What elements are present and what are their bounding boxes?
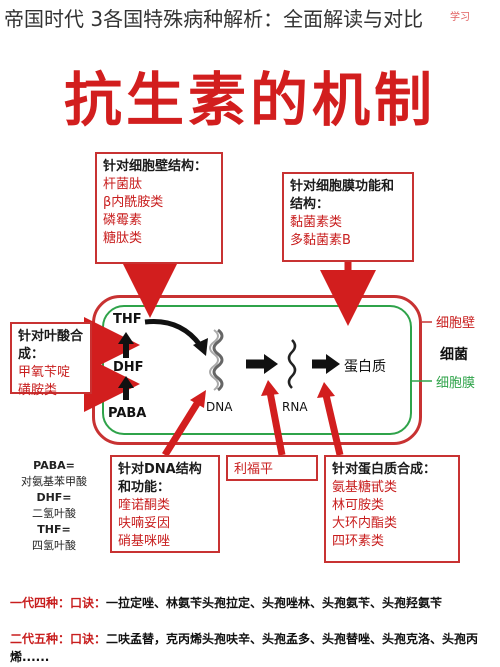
dna-helix	[212, 328, 224, 392]
mnemonic-key: 口诀：	[70, 632, 107, 646]
thf-to-dna-arrow	[144, 318, 203, 347]
rna-strand	[287, 339, 297, 389]
protein-drug-item: 四环素类	[332, 534, 385, 549]
cell-wall-drug-item: β内酰胺类	[103, 195, 164, 210]
rifampin-label: 利福平	[234, 462, 274, 477]
mnemonic-text: 二呋孟替，克丙烯头孢呋辛、头孢孟多、头孢替唑、头孢克洛、头孢丙烯......	[10, 632, 479, 664]
dna-label: DNA	[206, 400, 233, 414]
page-title: 帝国时代 3各国特殊病种解析：全面解读与对比	[4, 7, 424, 31]
cell-wall-drug-item: 糖肽类	[103, 231, 143, 246]
folate-drug-item: 甲氧苄啶	[18, 365, 71, 380]
mnemonic-label: 一代四种：	[10, 596, 71, 610]
protein-box-arrow	[322, 394, 344, 456]
abbreviation-legend: PABA= 对氨基苯甲酸 DHF= 二氢叶酸 THF= 四氢叶酸	[6, 458, 102, 554]
cell-wall-drug-item: 杆菌肽	[103, 177, 143, 192]
protein-drug-item: 氨基糖甙类	[332, 480, 398, 495]
diagram-heading: 抗生素的机制	[63, 66, 436, 134]
dhf-label: DHF	[113, 360, 144, 375]
membrane-drug-item: 多黏菌素B	[290, 233, 351, 248]
membrane-box-title: 针对细胞膜功能和结构：	[290, 179, 395, 212]
cell-membrane-label: 细胞膜	[436, 376, 476, 391]
protein-box-title: 针对蛋白质合成：	[332, 462, 437, 477]
watermark: 学习	[450, 12, 470, 23]
mnemonic-second-gen: 二代五种：口诀：二呋孟替，克丙烯头孢呋辛、头孢孟多、头孢替唑、头孢克洛、头孢丙烯…	[10, 630, 496, 666]
cell-wall-drug-item: 磷霉素	[103, 213, 143, 228]
cell-wall-box-title: 针对细胞壁结构：	[103, 159, 208, 174]
membrane-drug-box: 针对细胞膜功能和结构： 黏菌素类 多黏菌素B	[282, 172, 414, 262]
mnemonic-label: 二代五种：	[10, 632, 71, 646]
mnemonic-key: 口诀：	[70, 596, 107, 610]
mnemonic-text: 一拉定唑、林氨苄头孢拉定、头孢唑林、头孢氨苄、头孢羟氨苄	[106, 596, 443, 610]
cell-wall-drug-box: 针对细胞壁结构： 杆菌肽 β内酰胺类 磷霉素 糖肽类	[95, 152, 223, 264]
cell-wall-label: 细胞壁	[436, 316, 476, 331]
protein-drug-box: 针对蛋白质合成： 氨基糖甙类 林可胺类 大环内酯类 四环素类	[324, 455, 460, 563]
legend-abbr: PABA=	[33, 459, 75, 472]
rifampin-box: 利福平	[226, 455, 318, 481]
membrane-drug-item: 黏菌素类	[290, 215, 343, 230]
rna-label: RNA	[282, 400, 308, 414]
thf-label: THF	[113, 312, 142, 327]
dna-drug-item: 呋喃妥因	[118, 516, 171, 531]
folate-drug-item: 磺胺类	[18, 383, 58, 398]
protein-drug-item: 林可胺类	[332, 498, 385, 513]
legend-full: 四氢叶酸	[32, 539, 76, 552]
mnemonic-first-gen: 一代四种：口诀：一拉定唑、林氨苄头孢拉定、头孢唑林、头孢氨苄、头孢羟氨苄	[10, 594, 496, 612]
dna-drug-box: 针对DNA结构和功能： 喹诺酮类 呋喃妥因 硝基咪唑	[110, 455, 220, 553]
dna-drug-item: 硝基咪唑	[118, 534, 171, 549]
protein-label: 蛋白质	[344, 359, 386, 375]
protein-drug-item: 大环内酯类	[332, 516, 398, 531]
rifampin-arrow	[266, 391, 286, 456]
legend-full: 二氢叶酸	[32, 507, 76, 520]
folate-box-title: 针对叶酸合成：	[18, 329, 84, 362]
paba-label: PABA	[108, 406, 147, 421]
dna-box-arrow	[162, 400, 201, 457]
legend-full: 对氨基苯甲酸	[21, 475, 87, 488]
dna-box-title: 针对DNA结构和功能：	[118, 462, 202, 495]
bacteria-label: 细菌	[440, 347, 468, 363]
legend-abbr: DHF=	[36, 491, 72, 504]
dna-drug-item: 喹诺酮类	[118, 498, 171, 513]
legend-abbr: THF=	[37, 523, 71, 536]
folate-drug-box: 针对叶酸合成： 甲氧苄啶 磺胺类	[10, 322, 92, 398]
